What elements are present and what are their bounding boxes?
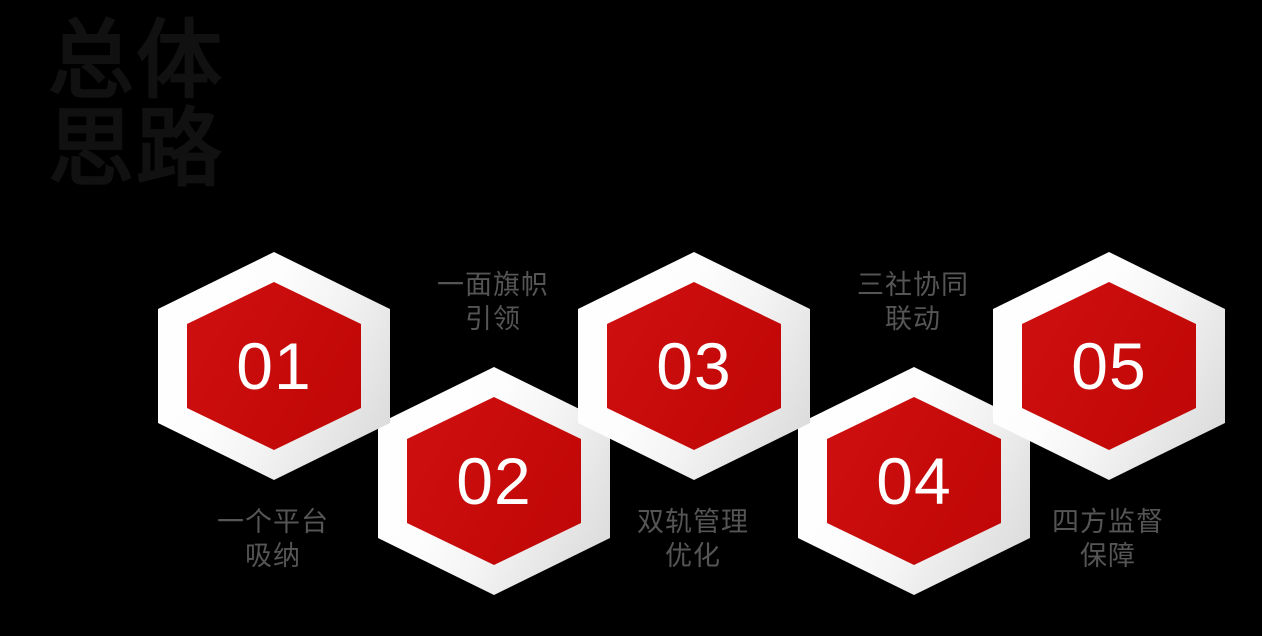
hexagon-inner-fill: 03 (607, 282, 781, 450)
step-caption-04: 三社协同 联动 (857, 270, 969, 335)
hexagon-inner-fill: 02 (407, 397, 581, 565)
page-title-line-2: 思路 (48, 100, 224, 197)
step-caption-03: 双轨管理 优化 (637, 507, 749, 572)
step-number-label: 02 (456, 444, 532, 518)
hexagon-inner-fill: 01 (187, 282, 361, 450)
step-caption-02: 一面旗帜 引领 (437, 270, 549, 335)
step-number-label: 01 (236, 329, 312, 403)
step-number-label: 05 (1071, 329, 1147, 403)
hexagon-inner-fill: 04 (827, 397, 1001, 565)
hexagon-inner-fill: 05 (1022, 282, 1196, 450)
page-title-line-1: 总体 (48, 13, 224, 109)
hexagon-step-03[interactable]: 03 (578, 252, 810, 480)
step-number-label: 04 (876, 444, 952, 518)
page-title: 总体 思路 (48, 13, 308, 197)
step-number-label: 03 (656, 329, 732, 403)
hexagon-step-02[interactable]: 02 (378, 367, 610, 595)
hexagon-step-01[interactable]: 01 (158, 252, 390, 480)
step-caption-01: 一个平台 吸纳 (217, 507, 329, 572)
hexagon-step-04[interactable]: 04 (798, 367, 1030, 595)
hexagon-step-05[interactable]: 05 (993, 252, 1225, 480)
step-caption-05: 四方监督 保障 (1052, 507, 1164, 572)
